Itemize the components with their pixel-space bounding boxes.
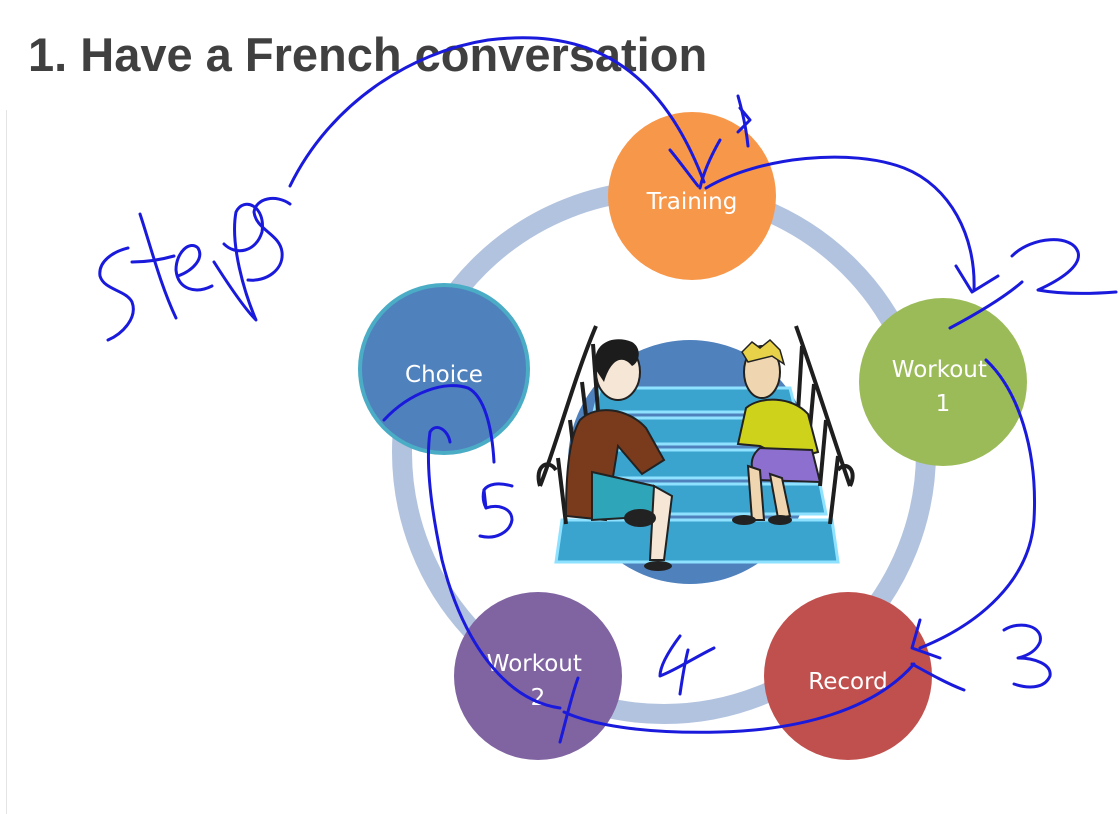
handwritten-annotations (98, 36, 1118, 744)
node-training-label: Training (646, 189, 738, 215)
handwritten-word-steps (98, 36, 706, 342)
handwritten-number-3 (910, 358, 1052, 692)
node-training: Training (608, 112, 776, 280)
handwritten-number-1 (668, 94, 752, 190)
slide-edge-divider (6, 110, 7, 814)
node-choice-label: Choice (405, 362, 483, 388)
person-right (732, 338, 822, 525)
node-record-label: Record (808, 669, 887, 695)
node-workout-1-label: Workout 1 (892, 357, 994, 417)
node-choice: Choice (358, 283, 530, 455)
handwritten-number-5 (382, 384, 562, 710)
handwritten-number-4 (558, 634, 916, 744)
node-workout-1: Workout 1 (859, 298, 1027, 466)
node-workout-2: Workout 2 (454, 592, 622, 760)
handwritten-number-2 (704, 155, 1118, 330)
node-workout-2-label: Workout 2 (487, 651, 589, 711)
node-record: Record (764, 592, 932, 760)
slide-title: 1. Have a French conversation (28, 28, 708, 81)
person-left (564, 339, 674, 571)
stairs-illustration (536, 325, 855, 584)
